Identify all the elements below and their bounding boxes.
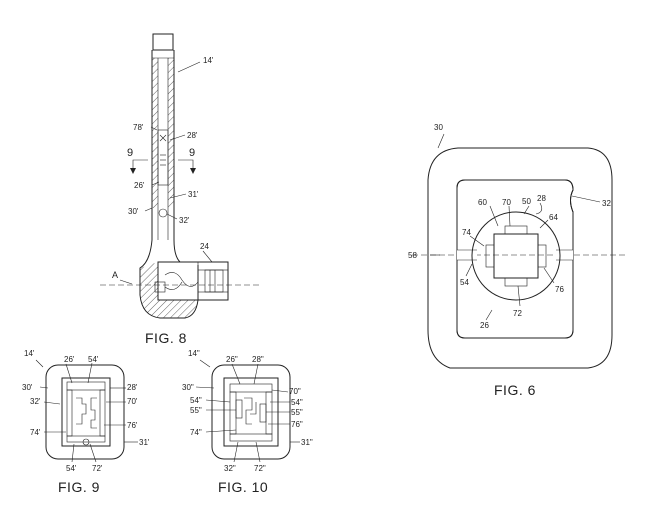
- fig8-label-31: 31': [188, 190, 199, 199]
- fig10-label-32: 32": [224, 464, 236, 473]
- figure-10: 14" 26" 28" 30" 70" 54" 54" 55" 55" 74" …: [182, 349, 313, 495]
- fig9-label-32: 32': [30, 397, 41, 406]
- fig10-label-54-right: 54": [291, 398, 303, 407]
- figure-6: 30 28 32 60 70 50 64 74 58 54 76 72 26 F…: [408, 123, 625, 398]
- fig9-label-72: 72': [92, 464, 103, 473]
- fig6-label-70: 70: [502, 198, 511, 207]
- fig6-label-32: 32: [602, 199, 611, 208]
- fig6-label-74: 74: [462, 228, 471, 237]
- fig10-label-14: 14": [188, 349, 200, 358]
- fig8-label-26: 26': [134, 181, 145, 190]
- fig8-label-24: 24: [200, 242, 209, 251]
- fig8-label-14: 14': [203, 56, 214, 65]
- fig10-label-28: 28": [252, 355, 264, 364]
- fig9-label-54-bottom: 54': [66, 464, 77, 473]
- fig6-caption: FIG. 6: [494, 382, 536, 398]
- figure-9: 14' 26' 54' 30' 28' 32' 70' 74' 76' 31' …: [22, 349, 150, 495]
- fig8-label-32: 32': [179, 216, 190, 225]
- fig9-label-70: 70': [127, 397, 138, 406]
- fig10-label-70: 70": [289, 387, 301, 396]
- fig8-label-28: 28': [187, 131, 198, 140]
- fig6-label-54: 54: [460, 278, 469, 287]
- fig8-label-30: 30': [128, 207, 139, 216]
- fig10-label-76: 76": [291, 420, 303, 429]
- fig9-label-74: 74': [30, 428, 41, 437]
- fig10-label-72: 72": [254, 464, 266, 473]
- fig6-label-50: 50: [522, 197, 531, 206]
- fig8-section-9-left: 9: [127, 147, 133, 159]
- fig6-label-60: 60: [478, 198, 487, 207]
- fig10-label-30: 30": [182, 383, 194, 392]
- fig8-label-A: A: [112, 270, 118, 280]
- fig9-label-14: 14': [24, 349, 35, 358]
- fig10-label-55-right: 55": [291, 408, 303, 417]
- fig6-label-30: 30: [434, 123, 443, 132]
- fig6-label-58: 58: [408, 251, 417, 260]
- fig8-section-9-right: 9: [189, 147, 195, 159]
- fig9-label-54-top: 54': [88, 355, 99, 364]
- fig9-label-31: 31': [139, 438, 150, 447]
- fig10-label-74: 74": [190, 428, 202, 437]
- fig6-label-72: 72: [513, 309, 522, 318]
- fig8-label-78: 78': [133, 123, 144, 132]
- fig10-label-31: 31": [301, 438, 313, 447]
- fig9-label-30: 30': [22, 383, 33, 392]
- fig6-label-76: 76: [555, 285, 564, 294]
- fig9-label-28: 28': [127, 383, 138, 392]
- fig6-label-26: 26: [480, 321, 489, 330]
- fig6-label-64: 64: [549, 213, 558, 222]
- fig10-caption: FIG. 10: [218, 479, 268, 495]
- fig9-label-26: 26': [64, 355, 75, 364]
- fig10-label-26: 26": [226, 355, 238, 364]
- fig8-caption: FIG. 8: [145, 330, 187, 346]
- fig10-label-55-left: 55": [190, 406, 202, 415]
- figure-8: 14' 78' 28' 9 9 26' 31' 30' 32' 24 A FIG…: [100, 33, 260, 346]
- fig9-caption: FIG. 9: [58, 479, 100, 495]
- fig9-label-76: 76': [127, 421, 138, 430]
- fig6-label-28: 28: [537, 194, 546, 203]
- fig10-label-54-left: 54": [190, 396, 202, 405]
